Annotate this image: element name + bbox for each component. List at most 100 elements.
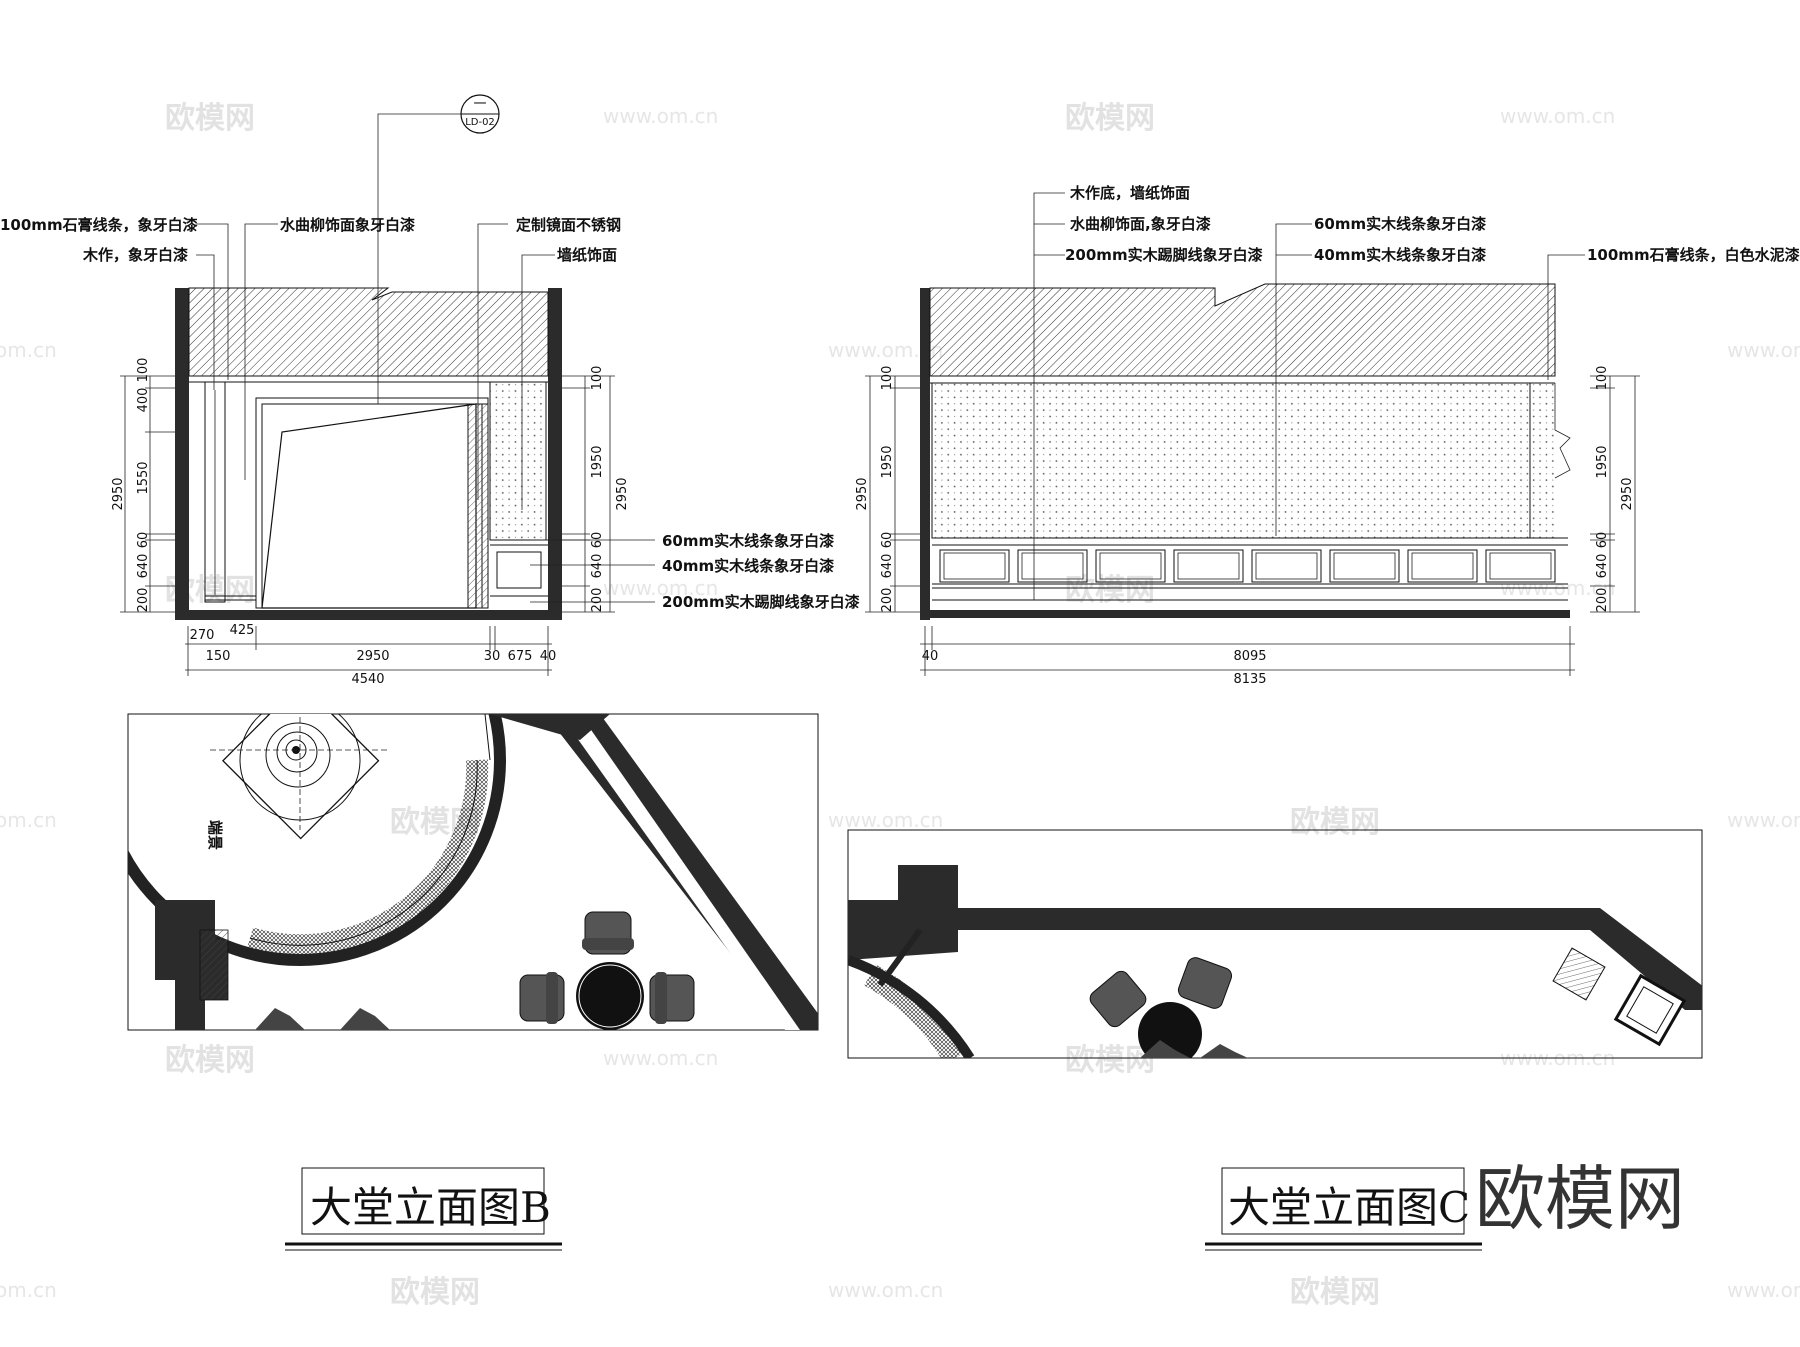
plan-label-end-piece: 端景 xyxy=(206,820,224,850)
svg-text:30: 30 xyxy=(484,649,501,664)
watermark: 欧模网 xyxy=(1065,1043,1155,1078)
label-willow-veneer: 水曲柳饰面象牙白漆 xyxy=(280,216,415,234)
svg-text:100: 100 xyxy=(136,358,151,383)
svg-text:200: 200 xyxy=(1595,588,1610,613)
watermark: 欧模网 xyxy=(165,1043,255,1078)
wainscot-panels xyxy=(939,549,1556,583)
svg-text:640: 640 xyxy=(880,554,895,579)
mirror-panel xyxy=(261,403,477,609)
dims-right-c: 100 1950 2950 60 640 200 xyxy=(1590,366,1640,613)
svg-text:640: 640 xyxy=(1595,554,1610,579)
svg-text:1950: 1950 xyxy=(880,445,895,478)
svg-text:40: 40 xyxy=(540,649,557,664)
svg-text:2950: 2950 xyxy=(356,649,389,664)
ceiling-hatch xyxy=(929,283,1556,377)
svg-text:60: 60 xyxy=(136,532,151,549)
dims-bottom-c: 40 8095 8135 xyxy=(920,626,1575,687)
drawing-title-c: 大堂立面图C xyxy=(1228,1183,1470,1232)
label-line-60: 60mm实木线条象牙白漆 xyxy=(662,532,834,550)
leader-lines xyxy=(196,223,655,603)
svg-text:150: 150 xyxy=(206,649,231,664)
table-with-chairs xyxy=(1089,957,1233,1058)
label-mirror-steel: 定制镜面不锈钢 xyxy=(516,216,621,234)
svg-text:60: 60 xyxy=(590,532,605,549)
svg-text:200: 200 xyxy=(880,588,895,613)
wainscot-panel xyxy=(496,551,542,589)
watermark: www.om.cn xyxy=(1727,808,1800,832)
svg-text:400: 400 xyxy=(136,388,151,413)
svg-text:270: 270 xyxy=(190,628,215,643)
dims-left-c: 2950 100 1950 60 640 200 xyxy=(855,366,920,613)
watermark: www.om.cn xyxy=(828,1278,943,1302)
watermark: www.om.cn xyxy=(603,576,718,600)
svg-text:4540: 4540 xyxy=(351,672,384,687)
wood-pilaster xyxy=(204,381,226,603)
svg-text:2950: 2950 xyxy=(615,477,630,510)
svg-text:2950: 2950 xyxy=(111,477,126,510)
wallpaper-field xyxy=(931,382,1531,539)
left-wall xyxy=(175,288,189,620)
watermark: 欧模网 xyxy=(1290,1275,1380,1310)
floor-slab xyxy=(920,610,1570,618)
watermark: www.om.cn xyxy=(603,104,718,128)
svg-text:200: 200 xyxy=(590,588,605,613)
svg-text:100: 100 xyxy=(590,366,605,391)
svg-text:640: 640 xyxy=(590,554,605,579)
table-with-chairs xyxy=(519,911,695,1030)
svg-text:8135: 8135 xyxy=(1233,672,1266,687)
svg-text:40: 40 xyxy=(922,649,939,664)
svg-text:1950: 1950 xyxy=(1595,445,1610,478)
right-wall xyxy=(548,288,562,620)
key-plan-b: 端景 xyxy=(127,713,819,1031)
svg-text:2950: 2950 xyxy=(855,477,870,510)
elevation-c: 木作底，墙纸饰面 水曲柳饰面,象牙白漆 200mm实木踢脚线象牙白漆 60mm实… xyxy=(855,184,1800,687)
watermark: 欧模网 xyxy=(165,101,255,136)
svg-text:100: 100 xyxy=(1595,366,1610,391)
watermark: om.cn xyxy=(0,338,57,362)
svg-text:675: 675 xyxy=(508,649,533,664)
detail-index-symbol: 一 LD-02 xyxy=(377,94,500,404)
label-willow-veneer: 水曲柳饰面,象牙白漆 xyxy=(1070,215,1211,233)
end-piece-symbol xyxy=(210,714,390,840)
watermark: 欧模网 xyxy=(390,1275,480,1310)
label-line-40: 40mm实木线条象牙白漆 xyxy=(662,557,834,575)
label-wood-base-wallpaper: 木作底，墙纸饰面 xyxy=(1069,184,1190,202)
svg-text:425: 425 xyxy=(230,623,255,638)
watermark-layer: 欧模网 www.om.cn 欧模网 www.om.cn om.cn www.om… xyxy=(0,101,1800,1310)
watermark: www.om.cn xyxy=(828,808,943,832)
dims-right-b: 100 1950 2950 60 640 200 xyxy=(562,366,630,613)
watermark: om.cn xyxy=(0,808,57,832)
svg-text:640: 640 xyxy=(136,554,151,579)
label-line-60: 60mm实木线条象牙白漆 xyxy=(1314,215,1486,233)
label-plaster-line: 100mm石膏线条，象牙白漆 xyxy=(0,216,198,234)
brand-logo-text: 欧模网 xyxy=(1475,1158,1685,1240)
title-block-c: 大堂立面图C xyxy=(1205,1167,1482,1251)
watermark: 欧模网 xyxy=(1065,101,1155,136)
watermark: www.om.cn xyxy=(1727,338,1800,362)
label-plaster-line: 100mm石膏线条，白色水泥漆 xyxy=(1587,246,1800,264)
left-wall xyxy=(920,288,930,620)
dims-left-b: 2950 100 400 1550 60 640 200 xyxy=(111,358,175,613)
watermark: www.om.cn xyxy=(1500,104,1615,128)
label-skirting-200: 200mm实木踢脚线象牙白漆 xyxy=(662,593,860,611)
title-block-b: 大堂立面图B xyxy=(285,1167,562,1251)
dims-bottom-b: 270 425 150 2950 30 675 40 4540 xyxy=(185,623,556,687)
watermark: om.cn xyxy=(0,1278,57,1302)
key-plan-c xyxy=(847,829,1703,1059)
label-skirting-200: 200mm实木踢脚线象牙白漆 xyxy=(1065,246,1263,264)
watermark: www.om.cn xyxy=(1727,1278,1800,1302)
wallpaper-panel xyxy=(489,381,547,541)
svg-text:8095: 8095 xyxy=(1233,649,1266,664)
ceiling-hatch xyxy=(188,287,549,377)
watermark: 欧模网 xyxy=(1290,805,1380,840)
svg-text:200: 200 xyxy=(136,588,151,613)
label-wallpaper: 墙纸饰面 xyxy=(557,246,617,264)
svg-text:100: 100 xyxy=(880,366,895,391)
svg-text:1550: 1550 xyxy=(136,461,151,494)
floor-slab xyxy=(175,610,562,620)
watermark: 欧模网 xyxy=(1065,573,1155,608)
label-line-40: 40mm实木线条象牙白漆 xyxy=(1314,246,1486,264)
svg-text:一: 一 xyxy=(473,97,486,112)
svg-text:2950: 2950 xyxy=(1620,477,1635,510)
